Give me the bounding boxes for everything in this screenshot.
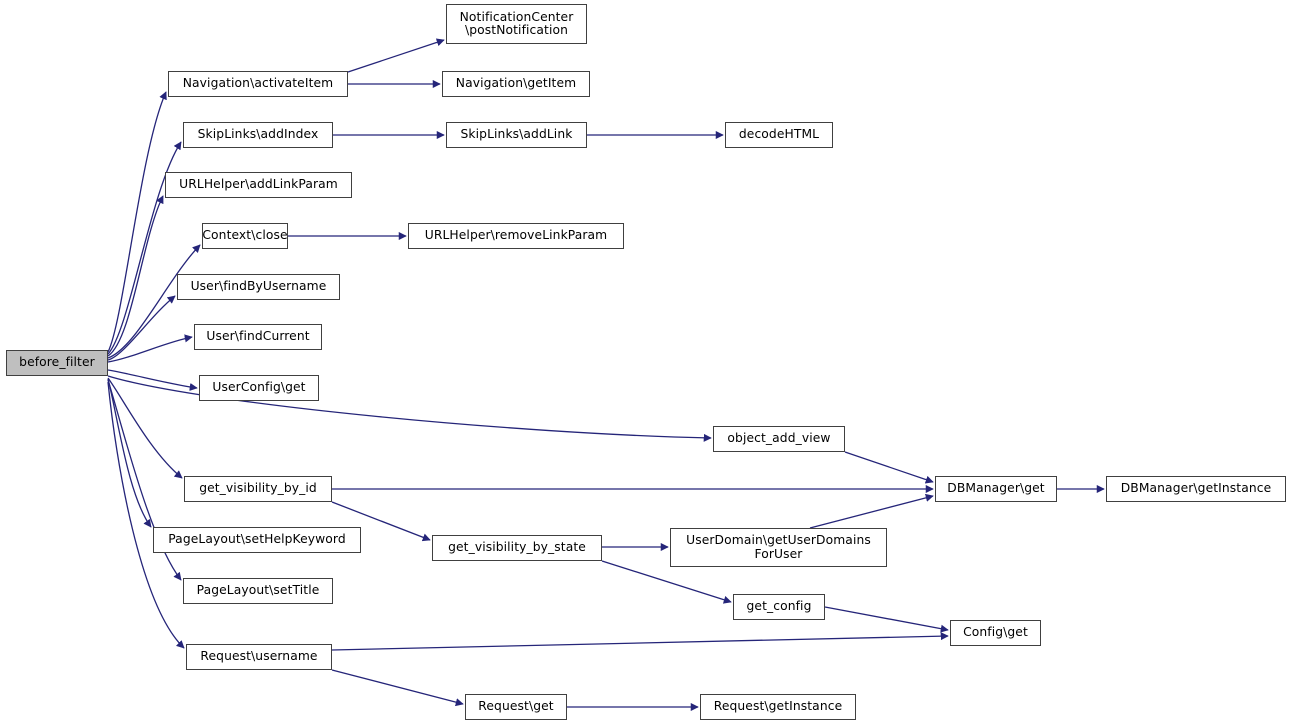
graph-node-nav_activateItem[interactable]: Navigation\activateItem [168, 71, 348, 97]
graph-node-userconfig_get[interactable]: UserConfig\get [199, 375, 319, 401]
graph-node-context_close[interactable]: Context\close [202, 223, 288, 249]
edge-before_filter-to-nav_activateItem [107, 91, 167, 353]
graph-node-request_get[interactable]: Request\get [465, 694, 567, 720]
graph-node-urlhelper_addLinkParam[interactable]: URLHelper\addLinkParam [165, 172, 352, 198]
edge-request_username-to-config_get [331, 632, 949, 651]
graph-node-nav_getItem[interactable]: Navigation\getItem [442, 71, 590, 97]
graph-node-pagelayout_setTitle[interactable]: PageLayout\setTitle [183, 578, 333, 604]
graph-node-request_getInstance[interactable]: Request\getInstance [700, 694, 856, 720]
edge-before_filter-to-user_findByUsername [107, 295, 176, 361]
graph-node-pagelayout_setHelpKeyword[interactable]: PageLayout\setHelpKeyword [153, 527, 361, 553]
graph-node-skiplinks_addIndex[interactable]: SkipLinks\addIndex [183, 122, 333, 148]
edge-get_visibility_by_id-to-get_visibility_by_state [331, 501, 431, 542]
edge-get_config-to-config_get [824, 606, 949, 633]
graph-node-get_visibility_by_id[interactable]: get_visibility_by_id [184, 476, 332, 502]
edge-before_filter-to-userconfig_get [107, 369, 198, 391]
graph-node-config_get[interactable]: Config\get [950, 620, 1041, 646]
edge-before_filter-to-pagelayout_setTitle [107, 379, 182, 581]
graph-node-userdomain_getUserDomainsForUser[interactable]: UserDomain\getUserDomains ForUser [670, 528, 887, 567]
edge-before_filter-to-pagelayout_setHelpKeyword [107, 378, 152, 528]
graph-node-object_add_view[interactable]: object_add_view [713, 426, 845, 452]
edge-before_filter-to-get_visibility_by_id [107, 377, 183, 479]
edge-before_filter-to-request_username [107, 381, 185, 649]
edge-userdomain_getUserDomainsForUser-to-dbmanager_get [809, 493, 934, 529]
edge-before_filter-to-skiplinks_addIndex [107, 141, 182, 355]
graph-node-dbmanager_get[interactable]: DBManager\get [935, 476, 1057, 502]
graph-node-before_filter[interactable]: before_filter [6, 350, 108, 376]
edge-before_filter-to-urlhelper_addLinkParam [107, 195, 164, 357]
edge-get_visibility_by_state-to-get_config [601, 560, 732, 604]
graph-node-user_findByUsername[interactable]: User\findByUsername [177, 274, 340, 300]
graph-node-get_config[interactable]: get_config [733, 594, 825, 620]
edge-before_filter-to-user_findCurrent [107, 334, 193, 363]
graph-node-notif_postNotification[interactable]: NotificationCenter \postNotification [446, 4, 587, 44]
graph-node-urlhelper_removeLinkParam[interactable]: URLHelper\removeLinkParam [408, 223, 624, 249]
edge-before_filter-to-object_add_view [107, 375, 712, 442]
edge-nav_activateItem-to-notif_postNotification [347, 38, 445, 73]
edge-request_username-to-request_get [331, 669, 464, 707]
graph-node-user_findCurrent[interactable]: User\findCurrent [194, 324, 322, 350]
graph-node-decodeHTML[interactable]: decodeHTML [725, 122, 833, 148]
graph-node-get_visibility_by_state[interactable]: get_visibility_by_state [432, 535, 602, 561]
edge-before_filter-to-context_close [107, 244, 201, 359]
graph-node-dbmanager_getInstance[interactable]: DBManager\getInstance [1106, 476, 1286, 502]
graph-node-skiplinks_addLink[interactable]: SkipLinks\addLink [446, 122, 587, 148]
graph-node-request_username[interactable]: Request\username [186, 644, 332, 670]
edge-object_add_view-to-dbmanager_get [844, 451, 934, 484]
